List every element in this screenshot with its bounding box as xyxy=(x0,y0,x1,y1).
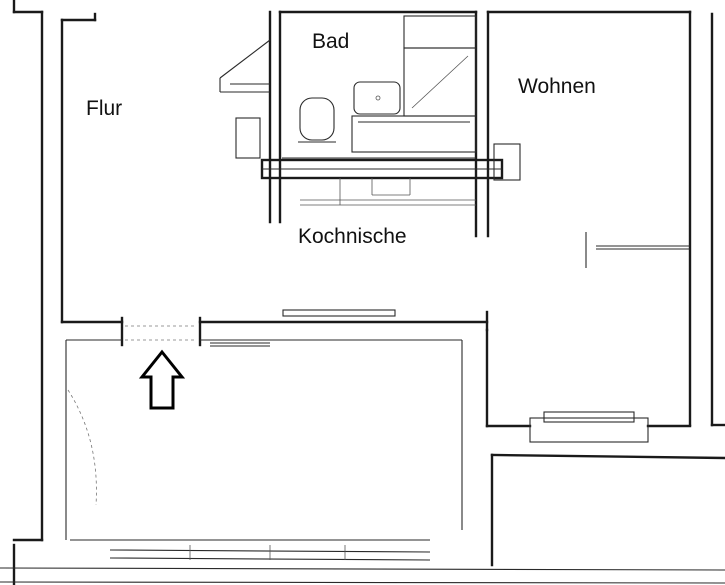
lower-room-walls xyxy=(65,339,463,561)
flur-walls xyxy=(60,309,489,347)
entrance-arrow-icon xyxy=(138,349,186,410)
room-label-kochnische: Kochnische xyxy=(298,225,407,248)
room-label-bad: Bad xyxy=(312,30,349,53)
sink xyxy=(353,81,401,115)
kitchen-counter xyxy=(235,117,521,206)
wohnen-walls xyxy=(485,232,725,567)
bad-walls xyxy=(219,10,714,427)
toilet xyxy=(298,97,336,143)
bath-vanity xyxy=(351,115,477,153)
room-label-flur: Flur xyxy=(86,97,122,120)
room-label-wohnen: Wohnen xyxy=(518,75,596,98)
shower xyxy=(403,15,477,117)
